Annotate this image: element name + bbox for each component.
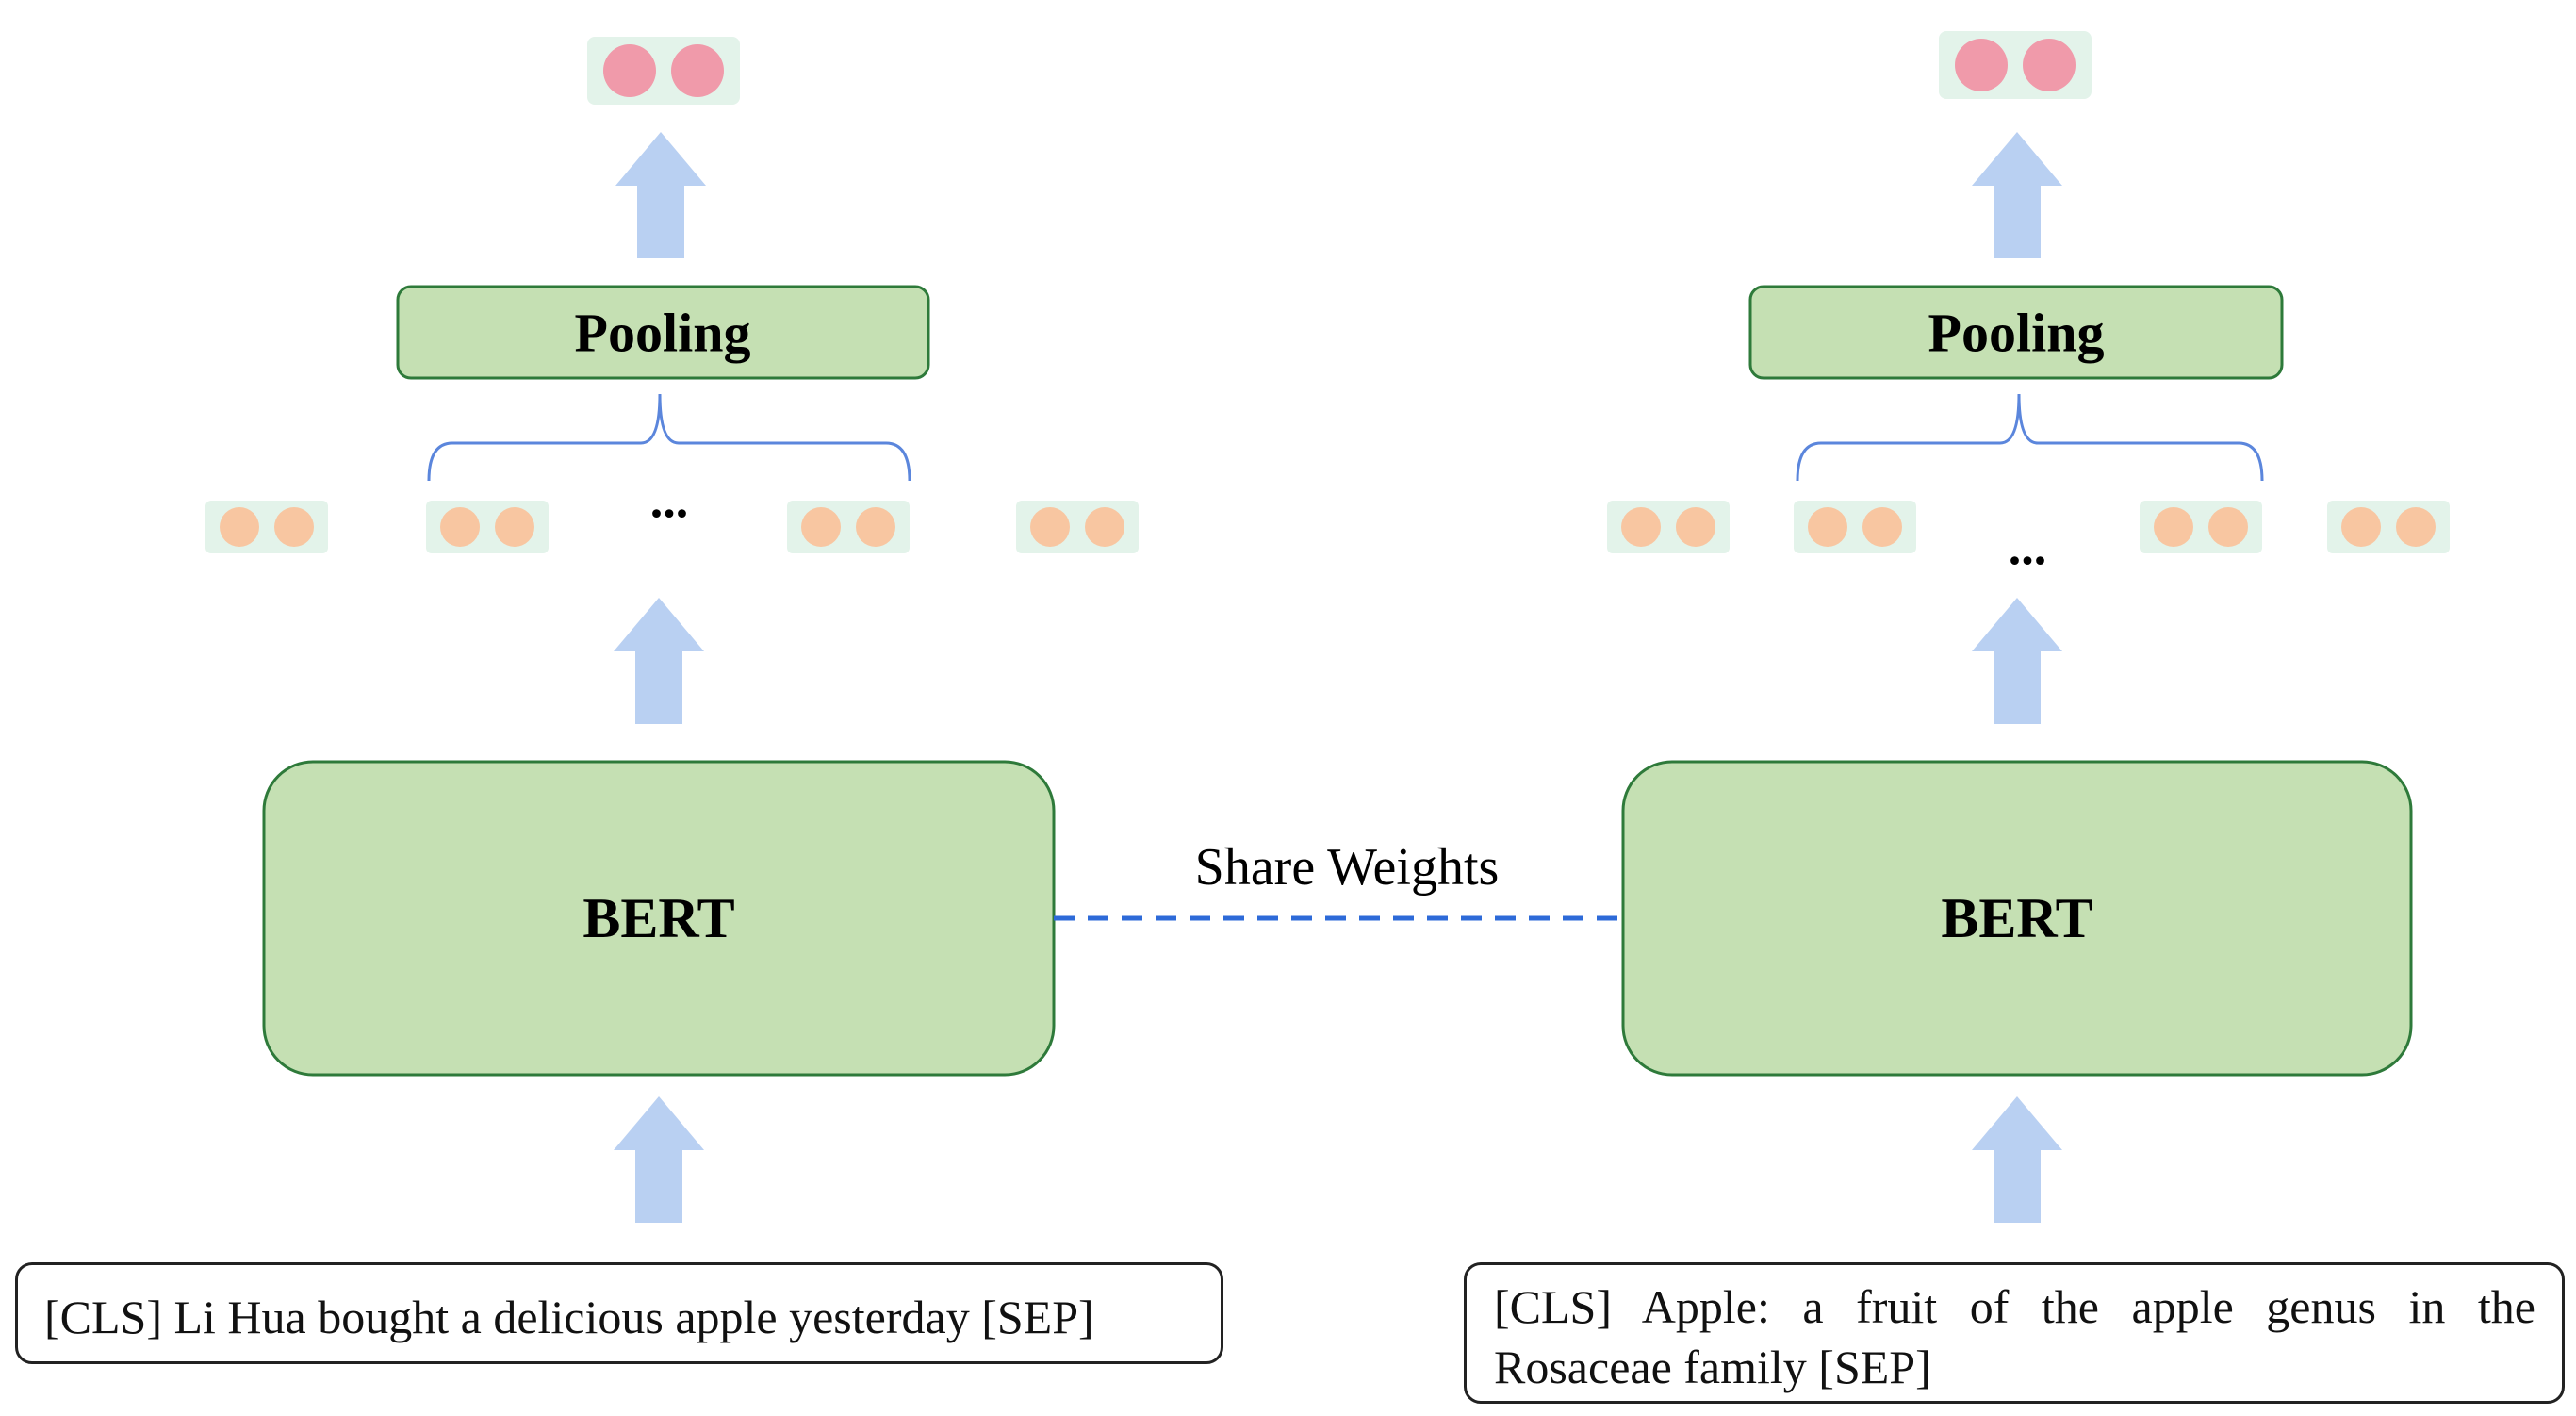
- right-input-arrow: [1972, 1096, 2062, 1223]
- right-token-embedding: [1794, 501, 1916, 553]
- right-branch: Pooling ... BERT: [1607, 31, 2450, 1223]
- right-pooling-label: Pooling: [1928, 303, 2105, 364]
- left-pooling-label: Pooling: [575, 303, 751, 364]
- left-token-embedding: [426, 501, 549, 553]
- left-branch: Pooling ... BERT: [205, 37, 1139, 1223]
- share-weights-label: Share Weights: [1195, 838, 1500, 897]
- right-token-embedding: [2327, 501, 2450, 553]
- right-bert-box: BERT: [1621, 760, 2413, 1077]
- left-brace: [427, 393, 911, 482]
- left-pooling-box: Pooling: [396, 285, 930, 380]
- right-ellipsis: ...: [2009, 519, 2047, 575]
- left-bert-label: BERT: [582, 887, 734, 949]
- left-token-embedding: [787, 501, 910, 553]
- left-token-embedding: [205, 501, 328, 553]
- left-ellipsis: ...: [650, 471, 689, 528]
- right-output-embedding: [1939, 31, 2092, 99]
- right-input-sentence-box: [CLS] Apple: a fruit of the apple genus …: [1464, 1262, 2565, 1404]
- right-token-embedding: [1607, 501, 1730, 553]
- right-pooling-box: Pooling: [1748, 285, 2284, 380]
- right-input-sentence: [CLS] Apple: a fruit of the apple genus …: [1494, 1280, 2535, 1393]
- left-input-sentence-box: [CLS] Li Hua bought a delicious apple ye…: [15, 1262, 1223, 1364]
- left-middle-arrow: [614, 598, 704, 724]
- left-bert-box: BERT: [262, 760, 1056, 1077]
- right-middle-arrow: [1972, 598, 2062, 724]
- right-token-embedding: [2140, 501, 2262, 553]
- left-input-arrow: [614, 1096, 704, 1223]
- left-output-embedding: [587, 37, 740, 105]
- left-token-embedding: [1016, 501, 1139, 553]
- right-bert-label: BERT: [1941, 887, 2092, 949]
- right-brace: [1796, 393, 2264, 482]
- left-top-arrow: [615, 132, 706, 258]
- right-top-arrow: [1972, 132, 2062, 258]
- left-input-sentence: [CLS] Li Hua bought a delicious apple ye…: [44, 1291, 1094, 1343]
